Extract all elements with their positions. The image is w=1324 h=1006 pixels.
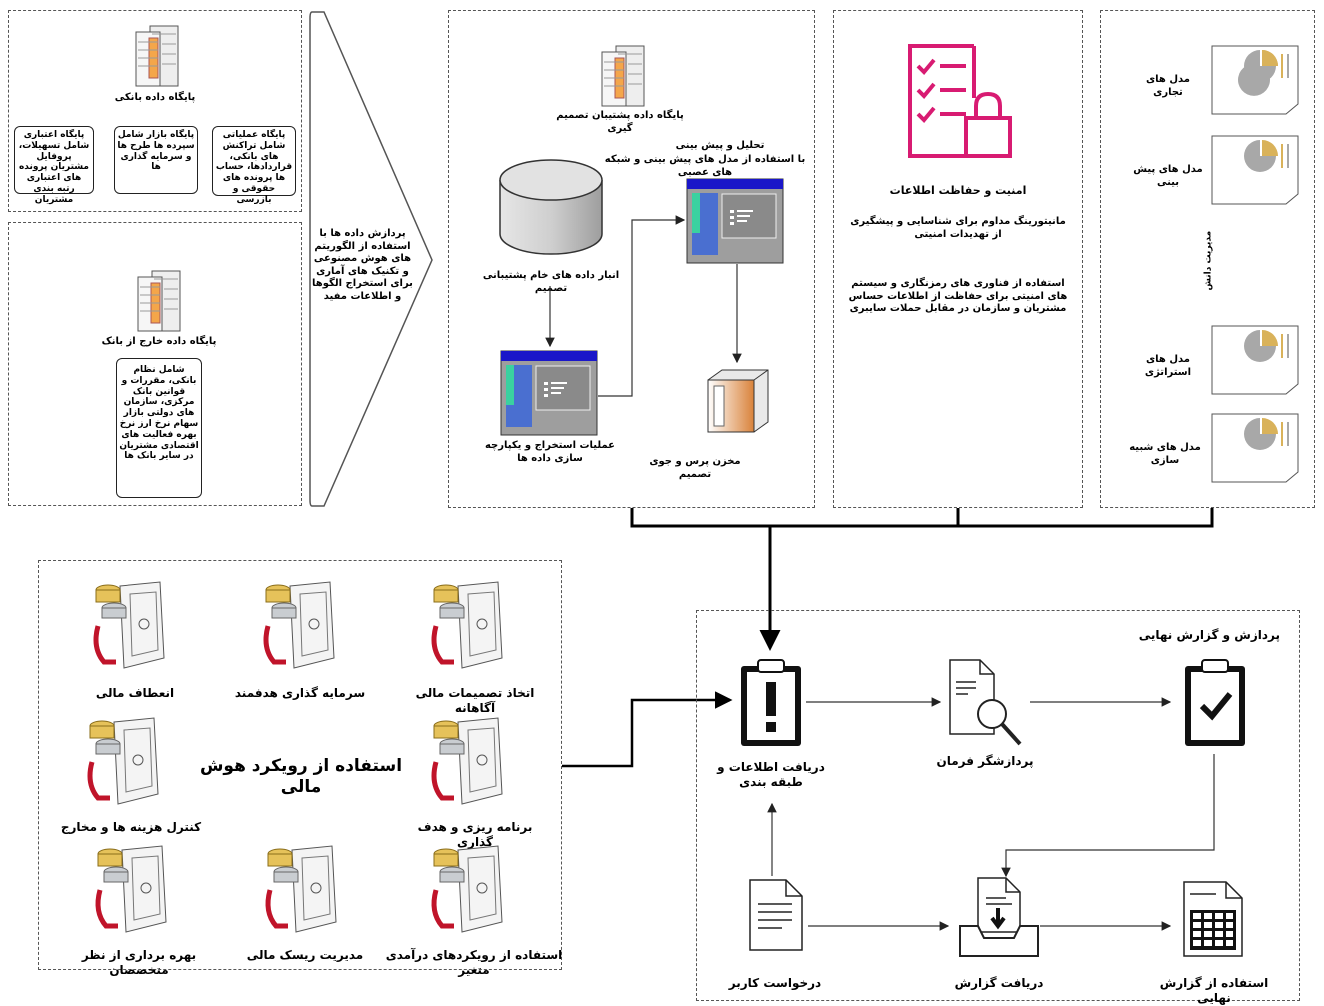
receive-report-label: دریافت گزارش (954, 976, 1044, 990)
finance-item: مدیریت ریسک مالی (246, 948, 364, 962)
safe-coins-icon (431, 845, 503, 933)
finance-item: انعطاف مالی (95, 686, 175, 700)
request-document-icon (749, 879, 803, 951)
safe-coins-icon (265, 845, 337, 933)
financial-intelligence-panel (38, 560, 562, 970)
decision-support-panel (448, 10, 815, 508)
server-icon (601, 45, 645, 107)
clipboard-check-icon (1185, 659, 1245, 746)
model-item: مدل های شبیه سازی (1129, 442, 1201, 466)
storage-cabinet-icon (707, 369, 769, 433)
finance-item: برنامه ریزی و هدف گذاری (417, 820, 533, 849)
security-title: امنیت و حفاظت اطلاعات (889, 184, 1027, 197)
model-item: مدل های استراتژی (1144, 354, 1192, 378)
external-db-content: شامل نظام بانکی، مقررات و قوانین بانک مر… (116, 358, 202, 498)
operational-db-box: پایگاه عملیاتی شامل تراکنش های بانکی، قر… (212, 126, 296, 205)
model-item: مدل های پیش بینی (1133, 164, 1203, 188)
etl-window-icon (500, 350, 598, 436)
document-search-icon (949, 659, 1022, 746)
security-item-monitoring: مانیتورینگ مداوم برای شناسایی و پیشگیری … (850, 216, 1066, 240)
model-document-icon (1211, 45, 1299, 115)
user-request-label: درخواست کاربر (728, 976, 822, 990)
security-item-encryption: استفاده از فناوری های رمزنگاری و سیستم ه… (848, 278, 1068, 314)
analysis-subtitle: با استفاده از مدل های پیش بینی و شبکه ها… (604, 154, 806, 178)
security-checklist-lock-icon (908, 44, 1012, 158)
processing-report-title: پردازش و گزارش نهایی (1138, 628, 1280, 642)
processing-arrow-text: پردازش داده ها با استفاده از الگوریتم ها… (312, 228, 413, 302)
clipboard-alert-icon (741, 659, 801, 746)
security-panel (833, 10, 1083, 508)
safe-coins-icon (93, 581, 165, 669)
model-document-icon (1211, 325, 1299, 395)
use-final-report-label: استفاده از گزارش نهایی (1159, 976, 1269, 1005)
etl-label: عملیات استخراج و یکپارچه سازی داده ها (484, 440, 615, 464)
analysis-window-icon (686, 178, 784, 264)
knowledge-management-label: مدیریت دانش (1203, 230, 1214, 291)
dss-title: پایگاه داده پشتیبان تصمیم گیری (556, 110, 684, 134)
banking-database-panel (8, 10, 302, 212)
banking-db-title: پایگاه داده بانکی (114, 92, 196, 103)
analysis-title: تحلیل و پیش بینی (675, 140, 765, 151)
finance-item: سرمایه گذاری هدفمند (234, 686, 366, 700)
external-database-panel (8, 222, 302, 506)
credit-db-box: پایگاه اعتباری شامل تسهیلات، پروفایل مشت… (14, 126, 94, 205)
finance-item: کنترل هزینه ها و مخارج (60, 820, 202, 834)
raw-store-label: انبار داده های خام پشتیبانی تصمیم (482, 270, 620, 294)
receive-classify-label: دریافت اطلاعات و طبقه بندی (717, 760, 825, 789)
safe-coins-icon (431, 581, 503, 669)
finance-item: استفاده از رویکردهای درآمدی متغیر (385, 948, 563, 977)
safe-coins-icon (95, 845, 167, 933)
query-store-label: مخزن پرس و جوی تصمیم (649, 456, 741, 480)
finance-item: بهره برداری از نظر متخصصان (81, 948, 197, 977)
processing-chevron (309, 11, 433, 507)
model-item: مدل های تجاری (1146, 74, 1190, 98)
safe-coins-icon (263, 581, 335, 669)
model-document-icon (1211, 413, 1299, 483)
market-db-box: پایگاه بازار شامل سپرده ها طرح ها و سرما… (114, 126, 198, 194)
server-icon (137, 270, 181, 332)
safe-coins-icon (87, 717, 159, 805)
finance-item: اتخاذ تصمیمات مالی آگاهانه (415, 686, 535, 715)
knowledge-models-panel (1100, 10, 1315, 508)
command-processor-label: پردازشگر فرمان (936, 754, 1034, 768)
financial-intelligence-title: استفاده از رویکرد هوش مالی (199, 756, 403, 798)
external-db-title: پایگاه داده خارج از بانک (101, 336, 217, 347)
spreadsheet-report-icon (1183, 881, 1243, 957)
database-cylinder-icon (499, 159, 603, 255)
safe-coins-icon (431, 717, 503, 805)
model-document-icon (1211, 135, 1299, 205)
inbox-report-icon (959, 877, 1039, 957)
server-icon (135, 25, 179, 87)
